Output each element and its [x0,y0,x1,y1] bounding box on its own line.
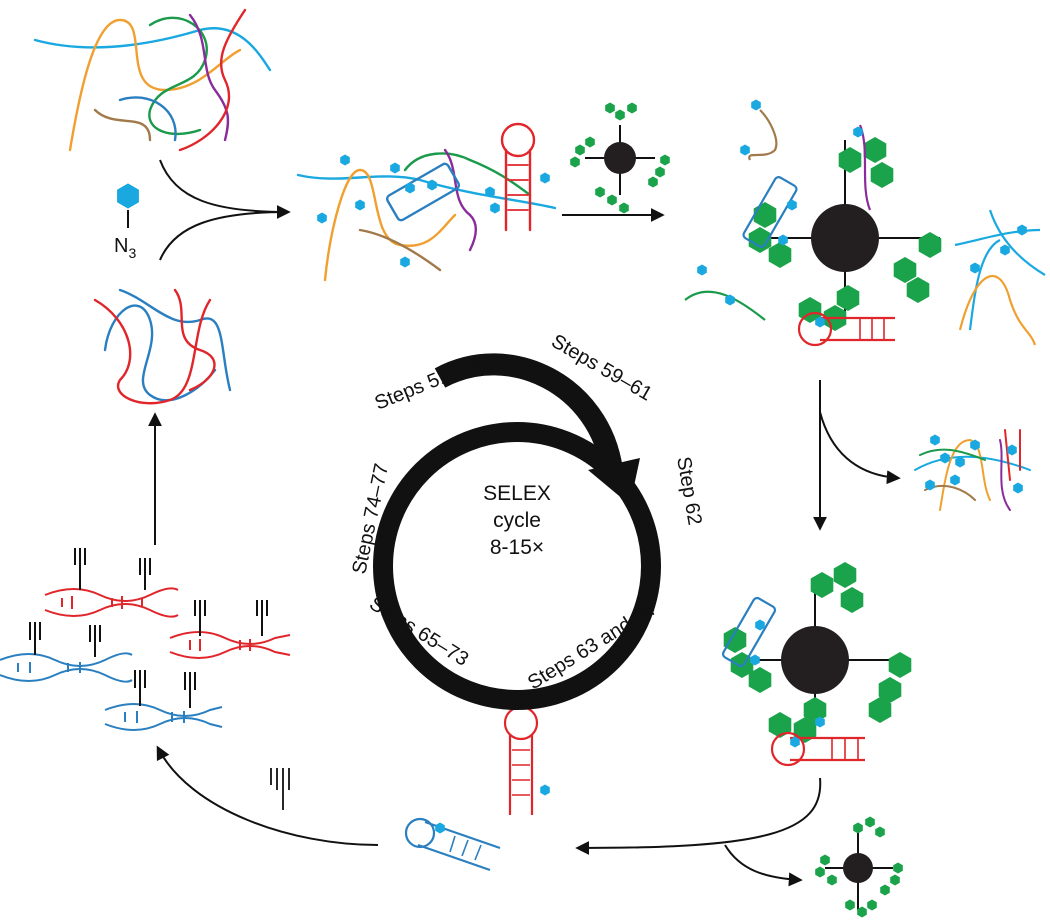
cycle-title: SELEX [483,482,551,505]
initial-library [33,8,272,152]
enriched-pool [93,288,232,405]
wash-arrow [813,380,901,531]
washed-library [914,429,1031,511]
step-label-51-54: Steps 51–54 [372,352,484,414]
pcr-arrow [156,745,379,846]
cycle-repeats: 8-15× [490,536,544,559]
free-bead [815,816,903,918]
click-reaction-arrow [159,159,291,261]
cycle-arrowhead [588,458,640,505]
bead-reagent [570,102,670,214]
modified-library-azides [317,154,550,268]
cycle-subtitle: cycle [493,509,541,532]
modified-library [296,122,557,282]
pcr-products [0,548,291,731]
washed-complex [721,562,912,767]
azide-reagent: N3 [114,183,139,261]
eluted-aptamers [404,705,539,872]
step-label-62: Step 62 [672,455,706,527]
binding-complex [684,99,1046,347]
elution-arrow [575,777,822,887]
azide-label: N3 [114,235,136,261]
selex-cycle: SELEX cycle 8-15× [373,353,661,710]
